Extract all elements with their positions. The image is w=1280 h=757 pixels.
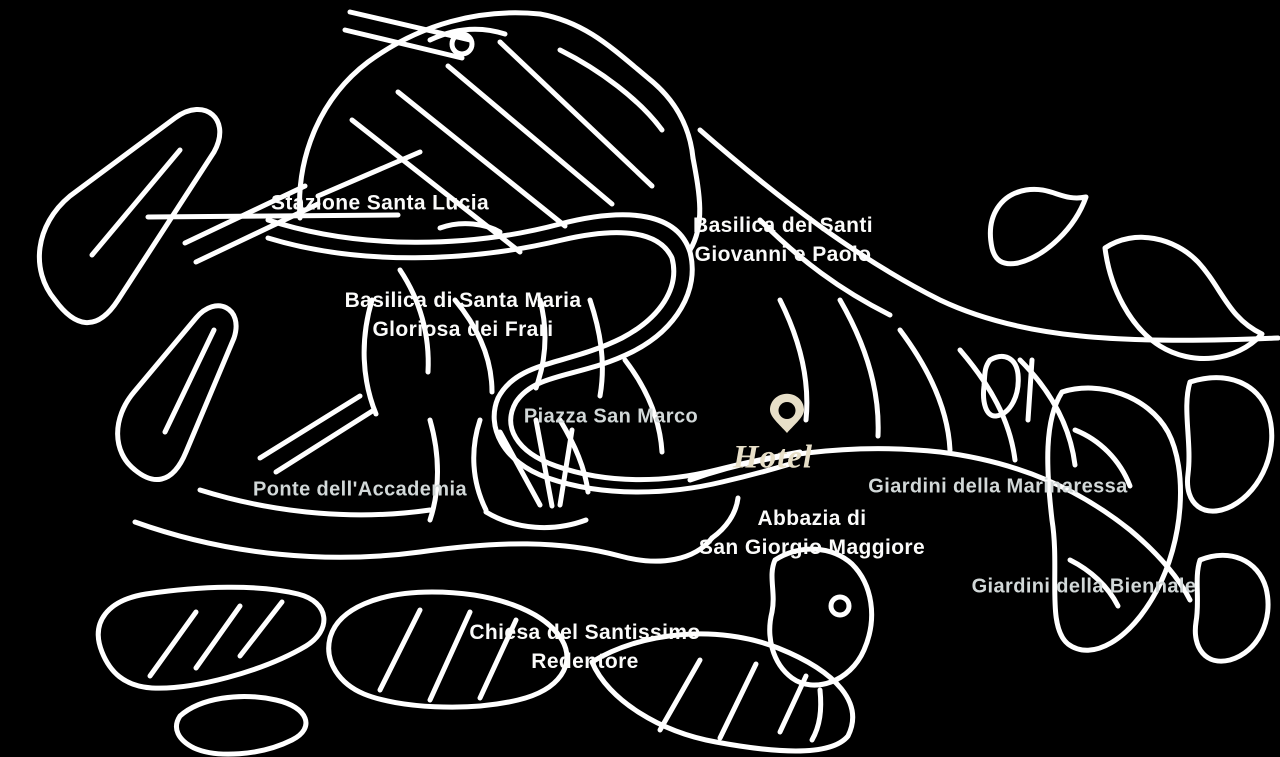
south-shore	[132, 393, 741, 564]
main-island-north	[145, 9, 703, 255]
map-label-piazza-san-marco: Piazza San Marco	[523, 405, 699, 428]
label-line: Giovanni e Paolo	[694, 243, 872, 266]
grand-canal	[265, 212, 803, 495]
map-label-giardini-biennale: Giardini della Biennale	[971, 575, 1197, 598]
label-line: Chiesa del Santissimo	[469, 621, 701, 644]
map-label-hotel: Hotel	[732, 439, 814, 476]
san-giorgio-island	[767, 546, 875, 743]
label-line: Abbazia di	[757, 507, 867, 530]
lagoon-islands	[981, 186, 1275, 664]
map-label-basilica-frari: Basilica di Santa Maria Gloriosa dei Fra…	[345, 286, 582, 344]
internal-streets	[361, 267, 665, 530]
giudecca-islands	[95, 584, 856, 757]
map-label-giardini-marinaressa: Giardini della Marinaressa	[868, 475, 1128, 498]
label-line: Redentore	[531, 650, 639, 673]
map-label-ponte-accademia: Ponte dell'Accademia	[253, 478, 467, 501]
label-line: Basilica di Santa Maria	[344, 289, 582, 312]
map-label-abbazia-san-giorgio: Abbazia di San Giorgio Maggiore	[699, 504, 925, 562]
map-label-redentore: Chiesa del Santissimo Redentore	[469, 618, 700, 676]
label-line: Basilica dei Santi	[693, 214, 873, 237]
label-line: Gloriosa dei Frari	[372, 318, 554, 341]
label-line: San Giorgio Maggiore	[698, 536, 926, 559]
mainland-islands	[36, 107, 321, 482]
hotel-location-pin-icon	[770, 393, 804, 433]
map-label-stazione-santa-lucia: Stazione Santa Lucia	[270, 191, 490, 215]
map-label-basilica-santi-giovanni-e-paolo: Basilica dei Santi Giovanni e Paolo	[693, 211, 873, 269]
